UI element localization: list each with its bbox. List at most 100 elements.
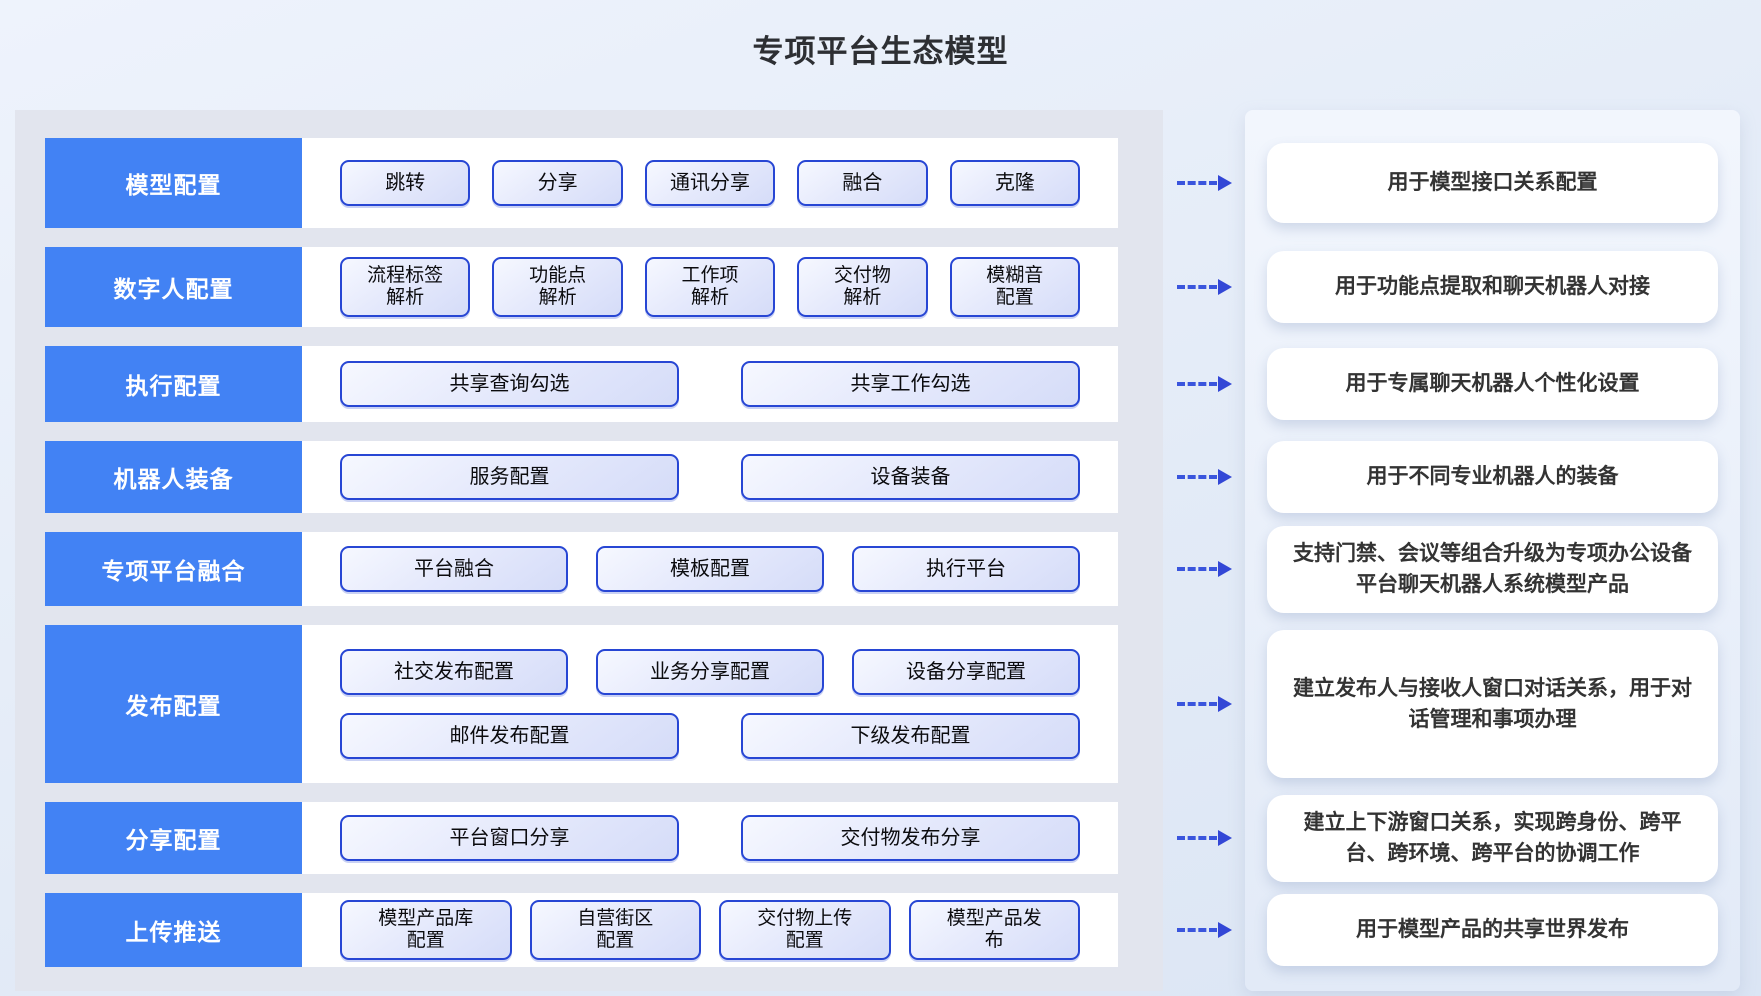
arrow-head [1217, 469, 1232, 485]
feature-button[interactable]: 模型产品发 布 [908, 900, 1080, 960]
feature-button[interactable]: 邮件发布配置 [340, 713, 679, 759]
category-label: 发布配置 [45, 625, 302, 783]
feature-button[interactable]: 模型产品库 配置 [340, 900, 512, 960]
description-slot: 建立上下游窗口关系，实现跨身份、跨平台、跨环境、跨平台的协调工作 [1267, 794, 1718, 882]
feature-button[interactable]: 平台融合 [340, 546, 568, 592]
feature-button-row: 跳转分享通讯分享融合克隆 [339, 160, 1081, 206]
arrow-head [1217, 696, 1232, 712]
description-card: 用于不同专业机器人的装备 [1267, 441, 1718, 513]
arrow-slot [1163, 138, 1245, 228]
dashed-arrow-right-icon [1176, 830, 1232, 846]
eco-row: 上传推送模型产品库 配置自营街区 配置交付物上传 配置模型产品发 布 [45, 893, 1118, 967]
arrow-slot [1163, 532, 1245, 606]
feature-button[interactable]: 下级发布配置 [741, 713, 1080, 759]
description-slot: 用于功能点提取和聊天机器人对接 [1267, 247, 1718, 327]
category-label: 分享配置 [45, 802, 302, 874]
feature-matrix-panel: 模型配置跳转分享通讯分享融合克隆数字人配置流程标签 解析功能点 解析工作项 解析… [15, 110, 1163, 991]
dashed-arrow-right-icon [1176, 469, 1232, 485]
feature-button-band: 共享查询勾选 共享工作勾选 [302, 346, 1118, 422]
description-card: 用于专属聊天机器人个性化设置 [1267, 348, 1718, 420]
arrow-slot [1163, 893, 1245, 967]
arrow-dash-line [1176, 382, 1217, 386]
category-label: 数字人配置 [45, 247, 302, 327]
feature-button-row: 模型产品库 配置自营街区 配置交付物上传 配置模型产品发 布 [340, 900, 1080, 960]
dashed-arrow-right-icon [1176, 561, 1232, 577]
arrow-dash-line [1176, 836, 1217, 840]
dashed-arrow-right-icon [1176, 175, 1232, 191]
feature-button[interactable]: 设备装备 [741, 454, 1080, 500]
dashed-arrow-right-icon [1176, 696, 1232, 712]
category-label: 机器人装备 [45, 441, 302, 513]
eco-row: 模型配置跳转分享通讯分享融合克隆 [45, 138, 1118, 228]
feature-button[interactable]: 交付物上传 配置 [719, 900, 891, 960]
dashed-arrow-right-icon [1176, 279, 1232, 295]
feature-button[interactable]: 跳转 [339, 160, 471, 206]
feature-button[interactable]: 共享查询勾选 [340, 361, 679, 407]
feature-button-band: 跳转分享通讯分享融合克隆 [302, 138, 1118, 228]
diagram-layout: 模型配置跳转分享通讯分享融合克隆数字人配置流程标签 解析功能点 解析工作项 解析… [0, 104, 1761, 991]
arrow-head [1217, 830, 1232, 846]
feature-button-band: 服务配置 设备装备 [302, 441, 1118, 513]
arrow-slot [1163, 441, 1245, 513]
description-card: 支持门禁、会议等组合升级为专项办公设备平台聊天机器人系统模型产品 [1267, 525, 1718, 613]
feature-button[interactable]: 融合 [797, 160, 928, 206]
feature-button[interactable]: 工作项 解析 [644, 257, 776, 317]
descriptions-panel: 用于模型接口关系配置用于功能点提取和聊天机器人对接用于专属聊天机器人个性化设置用… [1245, 110, 1740, 991]
feature-button-row: 服务配置 设备装备 [340, 454, 1080, 500]
arrow-dash-line [1176, 181, 1217, 185]
feature-button[interactable]: 功能点 解析 [492, 257, 623, 317]
feature-button[interactable]: 社交发布配置 [340, 649, 568, 695]
feature-button[interactable]: 平台窗口分享 [340, 815, 679, 861]
feature-button-row: 流程标签 解析功能点 解析工作项 解析交付物 解析模糊音 配置 [339, 257, 1081, 317]
description-slot: 建立发布人与接收人窗口对话关系，用于对话管理和事项办理 [1267, 625, 1718, 783]
feature-button[interactable]: 设备分享配置 [852, 649, 1080, 695]
feature-button[interactable]: 通讯分享 [644, 160, 776, 206]
arrow-head [1217, 376, 1232, 392]
eco-row: 发布配置社交发布配置业务分享配置设备分享配置邮件发布配置下级发布配置 [45, 625, 1118, 783]
feature-button-band: 模型产品库 配置自营街区 配置交付物上传 配置模型产品发 布 [302, 893, 1118, 967]
arrow-slot [1163, 802, 1245, 874]
feature-button[interactable]: 交付物 解析 [797, 257, 928, 317]
feature-button[interactable]: 流程标签 解析 [339, 257, 471, 317]
eco-row: 机器人装备服务配置 设备装备 [45, 441, 1118, 513]
feature-button[interactable]: 模板配置 [596, 546, 824, 592]
eco-row: 数字人配置流程标签 解析功能点 解析工作项 解析交付物 解析模糊音 配置 [45, 247, 1118, 327]
feature-button[interactable]: 克隆 [949, 160, 1081, 206]
feature-button[interactable]: 自营街区 配置 [529, 900, 701, 960]
arrows-column [1163, 110, 1245, 967]
arrow-head [1217, 279, 1232, 295]
arrow-slot [1163, 346, 1245, 422]
feature-button-band: 流程标签 解析功能点 解析工作项 解析交付物 解析模糊音 配置 [302, 247, 1118, 327]
feature-button-row: 平台融合模板配置执行平台 [340, 546, 1080, 592]
description-slot: 支持门禁、会议等组合升级为专项办公设备平台聊天机器人系统模型产品 [1267, 525, 1718, 613]
feature-button-row: 共享查询勾选 共享工作勾选 [340, 361, 1080, 407]
arrow-head [1217, 561, 1232, 577]
dashed-arrow-right-icon [1176, 376, 1232, 392]
dashed-arrow-right-icon [1176, 922, 1232, 938]
feature-button[interactable]: 分享 [492, 160, 623, 206]
feature-button[interactable]: 模糊音 配置 [949, 257, 1081, 317]
category-label: 模型配置 [45, 138, 302, 228]
description-slot: 用于不同专业机器人的装备 [1267, 441, 1718, 513]
description-card: 用于模型产品的共享世界发布 [1267, 894, 1718, 966]
description-card: 建立上下游窗口关系，实现跨身份、跨平台、跨环境、跨平台的协调工作 [1267, 794, 1718, 882]
feature-button-row: 社交发布配置业务分享配置设备分享配置 [340, 649, 1080, 695]
feature-button[interactable]: 交付物发布分享 [741, 815, 1080, 861]
page-title: 专项平台生态模型 [752, 34, 1009, 69]
eco-row: 分享配置平台窗口分享 交付物发布分享 [45, 802, 1118, 874]
feature-button-band: 社交发布配置业务分享配置设备分享配置邮件发布配置下级发布配置 [302, 625, 1118, 783]
feature-button[interactable]: 执行平台 [852, 546, 1080, 592]
arrow-dash-line [1176, 928, 1217, 932]
feature-button[interactable]: 服务配置 [340, 454, 679, 500]
category-label: 上传推送 [45, 893, 302, 967]
feature-button[interactable]: 共享工作勾选 [741, 361, 1080, 407]
description-card: 用于模型接口关系配置 [1267, 143, 1718, 223]
arrow-dash-line [1176, 702, 1217, 706]
feature-button[interactable]: 业务分享配置 [596, 649, 824, 695]
arrow-dash-line [1176, 475, 1217, 479]
arrow-dash-line [1176, 567, 1217, 571]
description-slot: 用于专属聊天机器人个性化设置 [1267, 346, 1718, 422]
feature-button-band: 平台融合模板配置执行平台 [302, 532, 1118, 606]
description-slot: 用于模型产品的共享世界发布 [1267, 893, 1718, 967]
